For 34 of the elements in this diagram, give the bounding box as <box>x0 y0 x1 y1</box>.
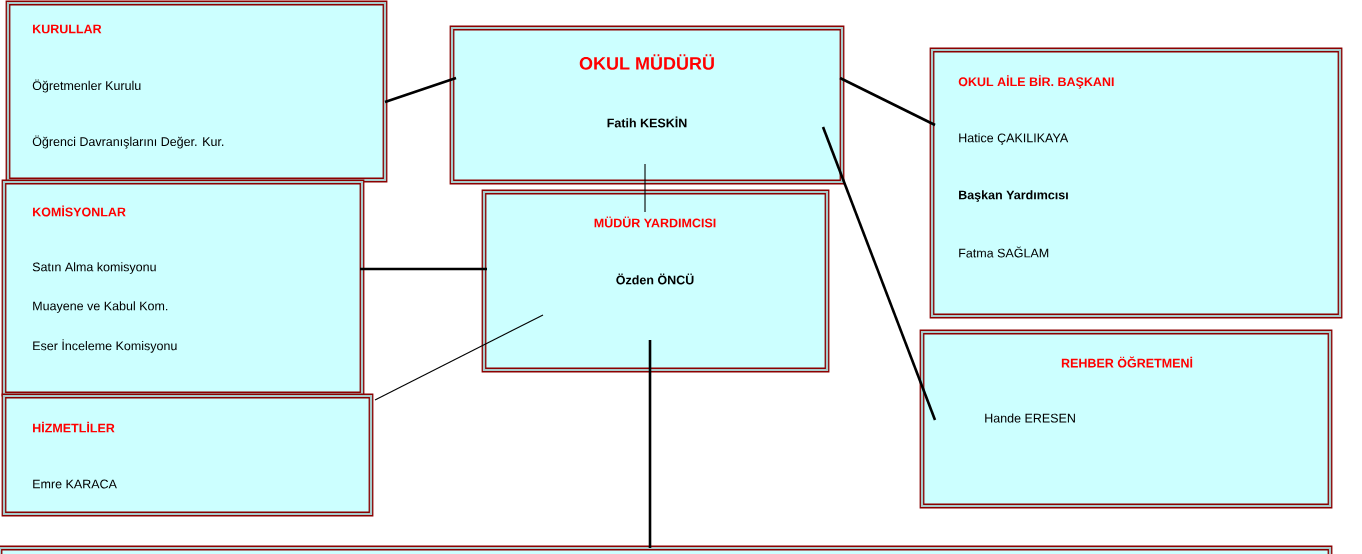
item-text: Emre KARACA <box>33 479 117 489</box>
connector-line <box>821 126 937 421</box>
org-box <box>5 0 388 183</box>
item-text: Fatma SAĞLAM <box>959 246 1049 258</box>
org-box <box>449 25 845 185</box>
heading: MÜDÜR YARDIMCISI <box>594 216 716 228</box>
item-text: Hatice ÇAKILIKAYA <box>959 133 1069 145</box>
name-text: Özden ÖNCÜ <box>616 273 694 285</box>
org-box <box>481 189 830 373</box>
heading: KOMİSYONLAR <box>33 205 126 217</box>
heading: KURULLAR <box>33 24 102 34</box>
item-text: Öğrenci Davranışlarını Değer. Kur. <box>32 135 224 149</box>
connector-line <box>648 340 652 548</box>
connector-line <box>360 267 487 271</box>
connector-line <box>644 163 646 213</box>
name-text: Fatih KESKİN <box>607 116 687 128</box>
connector-line <box>384 76 457 104</box>
connector-line <box>839 76 936 127</box>
item-text: Hande ERESEN <box>985 413 1075 423</box>
item-text: Eser İnceleme Komisyonu <box>33 339 177 353</box>
org-box <box>929 47 1343 319</box>
item-text: Satın Alma komisyonu <box>32 262 156 274</box>
item-text: Öğretmenler Kurulu <box>32 79 141 93</box>
heading: REHBER ÖĞRETMENİ <box>1061 356 1193 368</box>
item-text: Muayene ve Kabul Kom. <box>33 301 168 313</box>
org-box <box>919 329 1333 509</box>
connector-line <box>374 314 544 401</box>
org-box <box>1 393 374 517</box>
heading: OKUL MÜDÜRÜ <box>579 54 714 70</box>
heading: OKUL AİLE BİR. BAŞKANI <box>958 75 1114 89</box>
empty-box <box>0 545 1333 554</box>
org-box <box>1 179 365 397</box>
heading: HİZMETLİLER <box>33 421 115 433</box>
name-text: Başkan Yardımcısı <box>959 190 1068 202</box>
